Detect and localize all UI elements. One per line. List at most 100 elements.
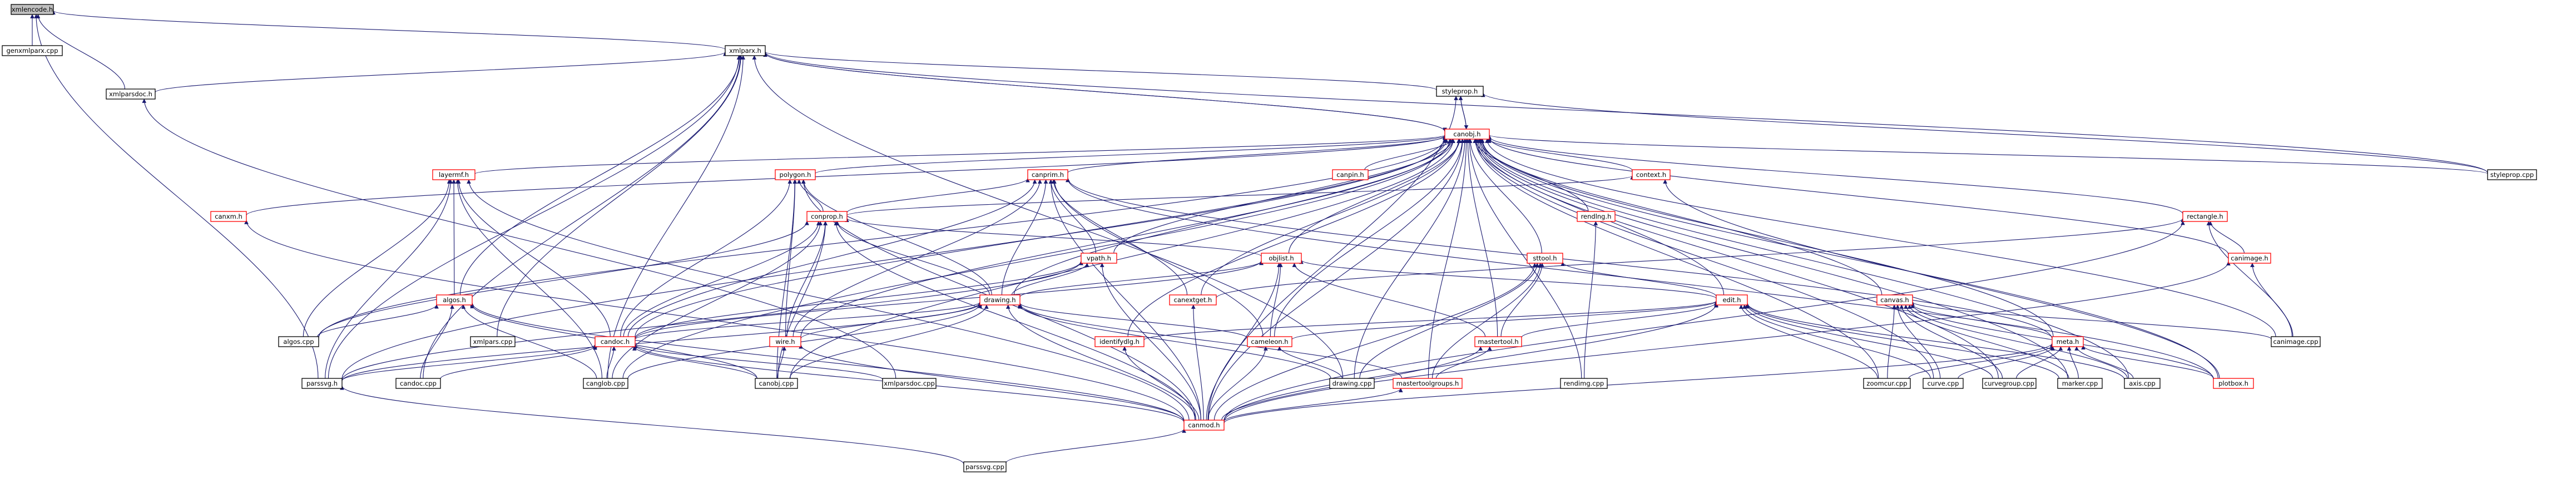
node-rendimg-cpp[interactable]: rendimg.cpp [1560, 378, 1608, 389]
node-box[interactable] [278, 336, 319, 347]
node-box[interactable] [2213, 378, 2254, 389]
edge-zoomcur_cpp-to-canobj_h [1473, 139, 1879, 379]
node-canmod-h[interactable]: canmod.h [1183, 420, 1225, 431]
node-box[interactable] [1474, 336, 1522, 347]
node-genxmlparx-cpp[interactable]: genxmlparx.cpp [2, 45, 63, 56]
node-canimage-h[interactable]: canimage.h [2228, 253, 2271, 264]
node-rendlng-h[interactable]: rendlng.h [1577, 211, 1616, 222]
node-mastertoolgroups-h[interactable]: mastertoolgroups.h [1393, 378, 1463, 389]
node-context-h[interactable]: context.h [1632, 169, 1671, 180]
node-box[interactable] [1169, 294, 1217, 305]
node-canprim-h[interactable]: canprim.h [1027, 169, 1068, 180]
node-conprop-h[interactable]: conprop.h [806, 211, 848, 222]
node-cameleon-h[interactable]: cameleon.h [1247, 336, 1292, 347]
node-drawing-h[interactable]: drawing.h [979, 294, 1021, 305]
node-canextget-h[interactable]: canextget.h [1169, 294, 1217, 305]
node-mastertool-h[interactable]: mastertool.h [1474, 336, 1522, 347]
node-rectangle-h[interactable]: rectangle.h [2182, 211, 2228, 222]
node-canimage-cpp[interactable]: canimage.cpp [2271, 336, 2321, 347]
node-box[interactable] [210, 211, 247, 222]
node-box[interactable] [432, 169, 475, 180]
node-box[interactable] [2228, 253, 2271, 264]
node-candoc-h[interactable]: candoc.h [595, 336, 636, 347]
node-box[interactable] [106, 88, 156, 100]
node-axis-cpp[interactable]: axis.cpp [2124, 378, 2161, 389]
node-box[interactable] [979, 294, 1021, 305]
node-parssvg-cpp[interactable]: parssvg.cpp [963, 461, 1007, 472]
node-box[interactable] [1982, 378, 2037, 389]
node-box[interactable] [2124, 378, 2161, 389]
node-canxm-h[interactable]: canxm.h [210, 211, 247, 222]
node-sttool-h[interactable]: sttool.h [1527, 253, 1563, 264]
node-box[interactable] [769, 336, 801, 347]
node-layermf-h[interactable]: layermf.h [432, 169, 475, 180]
node-canobj-cpp[interactable]: canobj.cpp [755, 378, 798, 389]
node-box[interactable] [395, 378, 441, 389]
node-box[interactable] [1393, 378, 1463, 389]
node-box[interactable] [725, 45, 766, 56]
node-box[interactable] [595, 336, 636, 347]
node-box[interactable] [2487, 169, 2537, 180]
node-box[interactable] [806, 211, 848, 222]
node-box[interactable] [755, 378, 798, 389]
node-box[interactable] [1632, 169, 1671, 180]
node-canglob-cpp[interactable]: canglob.cpp [583, 378, 628, 389]
node-box[interactable] [1094, 336, 1145, 347]
node-box[interactable] [963, 461, 1007, 472]
node-wire-h[interactable]: wire.h [769, 336, 801, 347]
node-candoc-cpp[interactable]: candoc.cpp [395, 378, 441, 389]
node-vpath-h[interactable]: vpath.h [1081, 253, 1117, 264]
node-marker-cpp[interactable]: marker.cpp [2057, 378, 2103, 389]
node-box[interactable] [470, 336, 516, 347]
node-xmlparsdoc-h[interactable]: xmlparsdoc.h [106, 88, 156, 100]
node-edit-h[interactable]: edit.h [1716, 294, 1748, 305]
node-box[interactable] [1081, 253, 1117, 264]
node-box[interactable] [1329, 378, 1375, 389]
node-styleprop-cpp[interactable]: styleprop.cpp [2487, 169, 2537, 180]
node-canobj-h[interactable]: canobj.h [1444, 129, 1490, 140]
node-box[interactable] [1436, 86, 1484, 97]
node-zoomcur-cpp[interactable]: zoomcur.cpp [1863, 378, 1911, 389]
node-box[interactable] [1863, 378, 1911, 389]
node-meta-h[interactable]: meta.h [2052, 336, 2084, 347]
node-xmlparx-h[interactable]: xmlparx.h [725, 45, 766, 56]
node-box[interactable] [882, 378, 937, 389]
node-box[interactable] [1183, 420, 1225, 431]
node-algos-h[interactable]: algos.h [436, 294, 473, 305]
node-styleprop-h[interactable]: styleprop.h [1436, 86, 1484, 97]
node-drawing-cpp[interactable]: drawing.cpp [1329, 378, 1375, 389]
node-box[interactable] [2057, 378, 2103, 389]
node-plotbox-h[interactable]: plotbox.h [2213, 378, 2254, 389]
node-box[interactable] [1923, 378, 1964, 389]
node-label: xmlparsdoc.h [109, 90, 152, 98]
node-box[interactable] [436, 294, 473, 305]
node-box[interactable] [2, 45, 63, 56]
node-box[interactable] [1027, 169, 1068, 180]
node-box[interactable] [775, 169, 816, 180]
node-box[interactable] [1332, 169, 1369, 180]
node-objlist-h[interactable]: objlist.h [1261, 253, 1302, 264]
node-box[interactable] [2052, 336, 2084, 347]
node-box[interactable] [2182, 211, 2228, 222]
node-xmlparsdoc-cpp[interactable]: xmlparsdoc.cpp [882, 378, 937, 389]
node-box[interactable] [1261, 253, 1302, 264]
node-box[interactable] [1527, 253, 1563, 264]
node-box[interactable] [1716, 294, 1748, 305]
node-parssvg-h[interactable]: parssvg.h [301, 378, 343, 389]
node-identifydlg-h[interactable]: identifydlg.h [1094, 336, 1145, 347]
node-box[interactable] [2271, 336, 2321, 347]
node-box[interactable] [1876, 294, 1913, 305]
node-box[interactable] [301, 378, 343, 389]
node-box[interactable] [1444, 129, 1490, 140]
node-curvegroup-cpp[interactable]: curvegroup.cpp [1982, 378, 2037, 389]
node-box[interactable] [1577, 211, 1616, 222]
node-box[interactable] [1560, 378, 1608, 389]
node-polygon-h[interactable]: polygon.h [775, 169, 816, 180]
node-curve-cpp[interactable]: curve.cpp [1923, 378, 1964, 389]
node-xmlpars-cpp[interactable]: xmlpars.cpp [470, 336, 516, 347]
node-canvas-h[interactable]: canvas.h [1876, 294, 1913, 305]
node-canpin-h[interactable]: canpin.h [1332, 169, 1369, 180]
node-box[interactable] [1247, 336, 1292, 347]
node-algos-cpp[interactable]: algos.cpp [278, 336, 319, 347]
node-box[interactable] [583, 378, 628, 389]
